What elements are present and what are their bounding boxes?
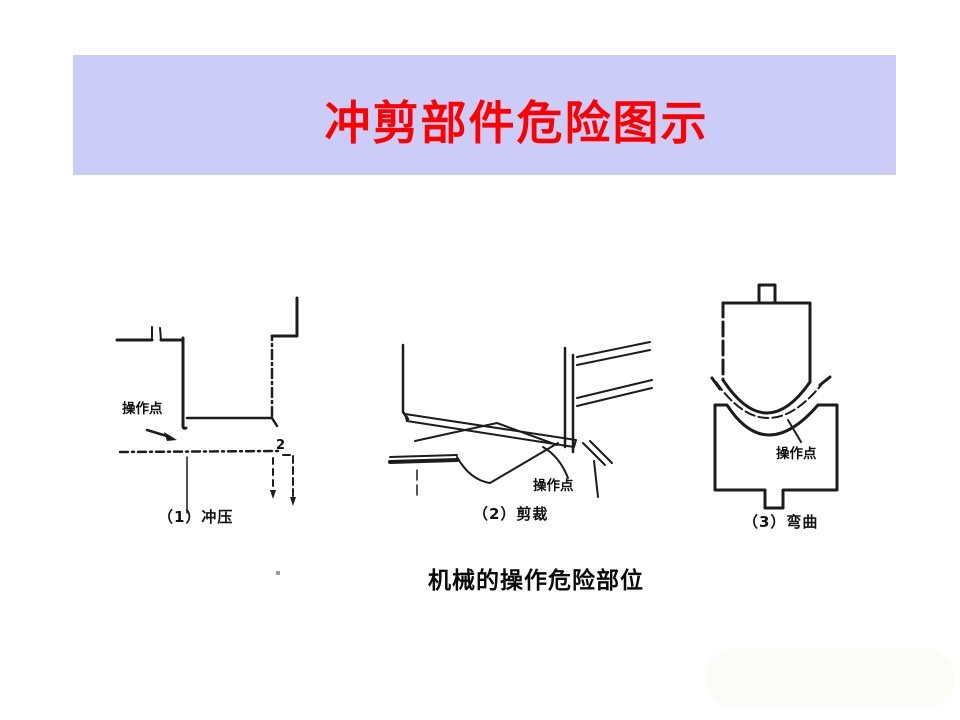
pointer-leader-curve bbox=[542, 446, 569, 479]
sheet-curve bbox=[715, 381, 823, 419]
slide-title: 冲剪部件危险图示 bbox=[324, 96, 709, 150]
down-arrow-icon bbox=[270, 490, 276, 499]
hazard-point-label: 操作点 bbox=[122, 400, 163, 417]
bed-tick-2 bbox=[159, 327, 162, 341]
punch-left-edge bbox=[181, 336, 188, 430]
hazard-point-label: 操作点 bbox=[776, 445, 817, 462]
frame-diagonal-1a bbox=[576, 341, 651, 358]
corner-bracket bbox=[282, 454, 294, 502]
stamping-press-drawing bbox=[115, 296, 299, 514]
frame-step-edge bbox=[270, 296, 299, 338]
shear-machine-drawing bbox=[388, 341, 653, 498]
down-arrow-icon bbox=[290, 497, 296, 506]
diagram-caption: （2）剪裁 bbox=[473, 505, 548, 523]
figure-caption: 机械的操作危险部位 bbox=[428, 568, 644, 594]
frame-diagonal-1b bbox=[576, 349, 651, 366]
diagram-bending: 操作点 （3）弯曲 bbox=[710, 283, 839, 531]
frame-diagonal-2b bbox=[576, 387, 653, 407]
frame-left-edge bbox=[401, 343, 410, 421]
scan-speck bbox=[276, 571, 280, 575]
watermark-blob bbox=[705, 648, 955, 708]
sheet-end-left bbox=[710, 376, 722, 391]
pointer-arrowhead-icon bbox=[164, 432, 177, 441]
base-diagonal-b bbox=[589, 440, 613, 464]
punch-bottom-edge bbox=[185, 416, 279, 428]
bending-die-drawing bbox=[710, 283, 839, 510]
base-diagonal-a bbox=[582, 442, 606, 466]
die-block bbox=[713, 403, 839, 510]
title-banner: 冲剪部件危险图示 bbox=[73, 55, 896, 175]
diagram-caption: （3）弯曲 bbox=[743, 513, 818, 531]
punch-bottom-curve bbox=[721, 378, 812, 415]
diagram-shearing: 操作点 （2）剪裁 bbox=[388, 341, 653, 523]
hazard-point-label: 操作点 bbox=[533, 477, 574, 494]
diagram-caption: （1）冲压 bbox=[158, 508, 233, 526]
frame-diagonal-2a bbox=[576, 379, 653, 399]
sheet-end-right bbox=[818, 375, 832, 387]
punch-shank bbox=[757, 283, 777, 305]
pointer-leader-line bbox=[787, 419, 802, 443]
diagram-stamping: 操作点 2 （1）冲压 bbox=[115, 296, 299, 526]
base-vertical-line bbox=[593, 460, 599, 498]
sheet-front-bottom bbox=[388, 458, 459, 464]
scan-mark: 2 bbox=[276, 438, 285, 453]
sheet-top-edge bbox=[414, 422, 558, 446]
cut-strip-curve bbox=[456, 442, 559, 484]
sheet-front-top bbox=[389, 454, 458, 458]
sheet-metal-line bbox=[118, 449, 282, 454]
